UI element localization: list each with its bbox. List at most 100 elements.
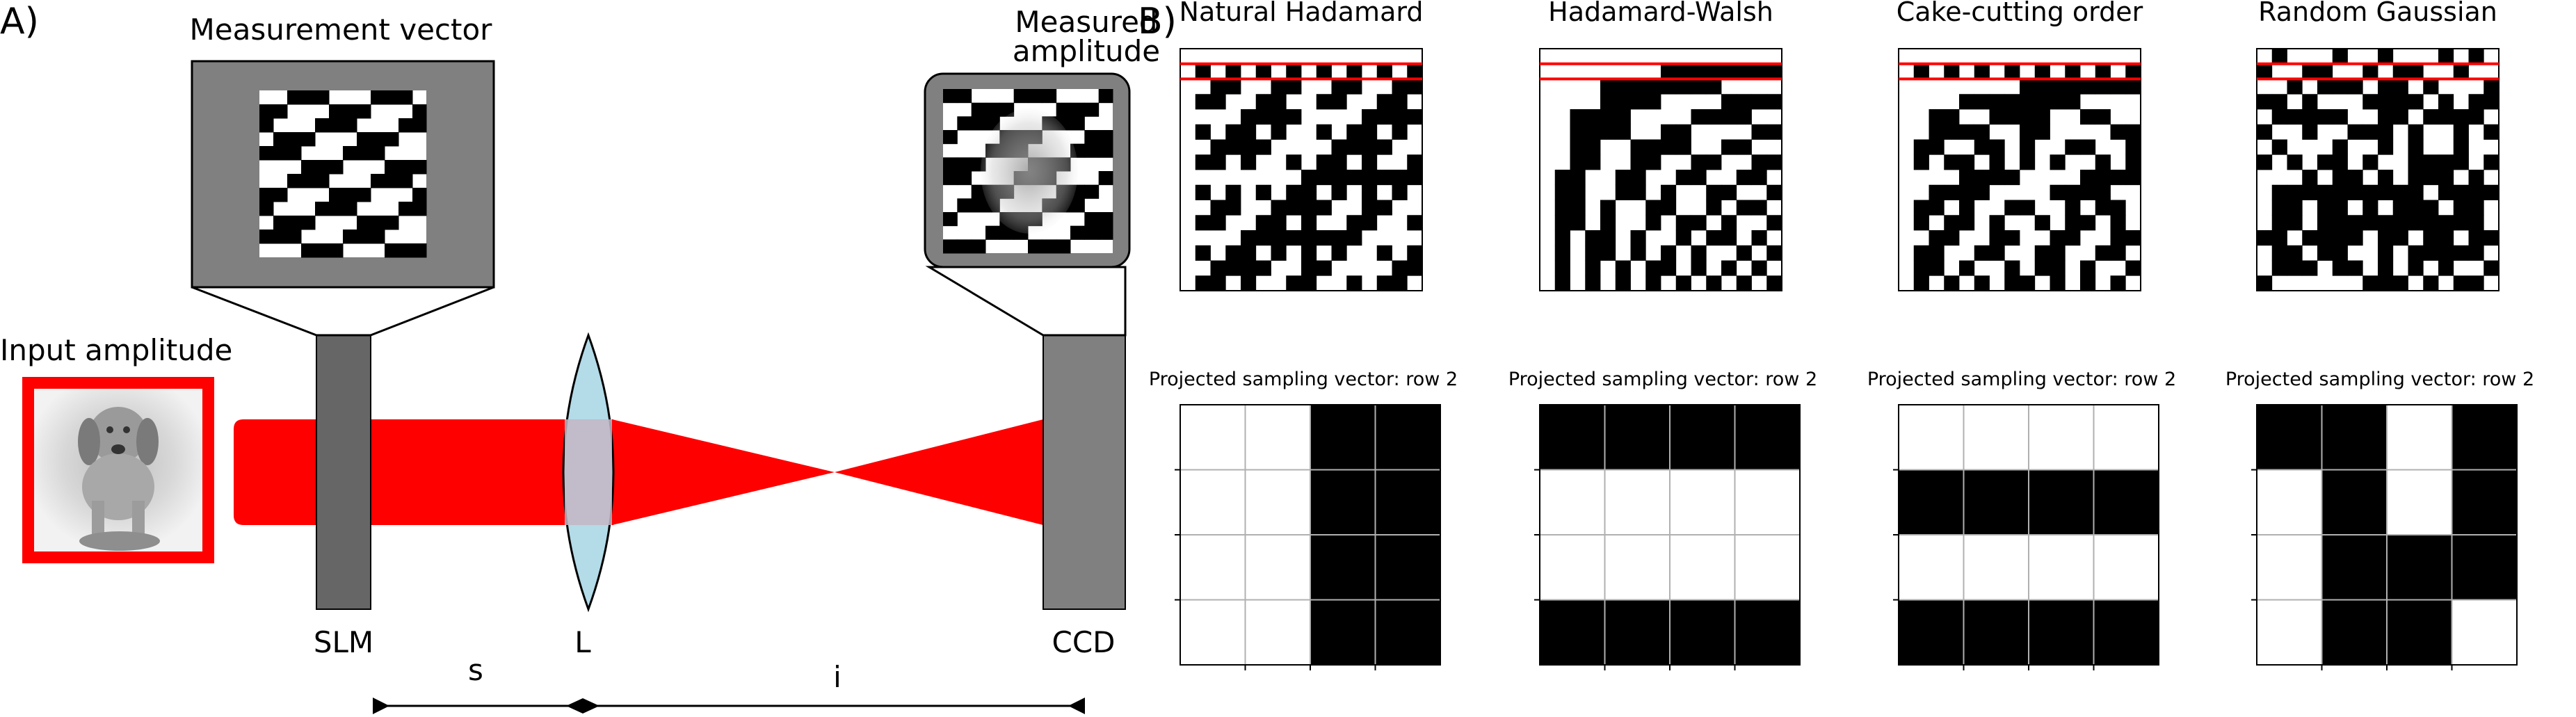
matrix-cell (1376, 200, 1392, 216)
matrix-cell (1376, 245, 1392, 261)
matrix-cell (2095, 184, 2111, 200)
matrix-cell (1392, 79, 1408, 95)
matrix-cell (1989, 170, 2005, 186)
matrix-cell (1989, 109, 2005, 125)
matrix-cell (2287, 215, 2303, 231)
matrix-cell (2317, 230, 2333, 246)
matrix-cell (2453, 184, 2469, 200)
matrix-cell (1600, 94, 1616, 110)
matrix-cell (1346, 230, 1362, 246)
matrix-cell (1959, 200, 1975, 216)
matrix-cell (2332, 170, 2348, 186)
matrix-cell (1691, 79, 1707, 95)
matrix-cell (1570, 215, 1586, 231)
matrix-cell (1913, 154, 1929, 170)
sampling-matrix-1 (1539, 48, 1782, 291)
projection-cell (2452, 469, 2518, 535)
matrix-cell (2362, 200, 2378, 216)
matrix-cell (2347, 170, 2363, 186)
measurement-vector-pattern (259, 90, 427, 258)
matrix-cell (1615, 124, 1631, 140)
matrix-cell (1751, 154, 1767, 170)
matrix-cell (2347, 124, 2363, 140)
matrix-cell (2110, 215, 2126, 231)
matrix-cell (2453, 139, 2469, 155)
matrix-cell (1316, 63, 1332, 79)
matrix-cell (1376, 94, 1392, 110)
matrix-cell (2438, 184, 2454, 200)
matrix-cell (2332, 230, 2348, 246)
matrix-cell (1195, 124, 1211, 140)
matrix-cell (2257, 94, 2273, 110)
matrix-cell (1331, 94, 1347, 110)
matrix-cell (2378, 275, 2394, 291)
matrix-cell (1944, 124, 1960, 140)
matrix-cell (1392, 275, 1408, 291)
matrix-cell (1675, 170, 1691, 186)
matrix-cell (2392, 215, 2408, 231)
matrix-cell (2004, 230, 2020, 246)
input-amplitude-image (22, 377, 214, 563)
matrix-cell (1570, 154, 1586, 170)
projection-cell (1375, 469, 1441, 535)
matrix-cell (1959, 124, 1975, 140)
matrix-cell (1554, 245, 1570, 261)
matrix-cell (2271, 109, 2287, 125)
distance-axis (373, 698, 1085, 714)
matrix-cell (2065, 79, 2081, 95)
matrix-cell (1585, 109, 1601, 125)
matrix-cell (1675, 230, 1691, 246)
matrix-cell (2050, 184, 2066, 200)
matrix-cell (1210, 200, 1226, 216)
projection-cell (1670, 405, 1735, 470)
matrix-cell (2302, 260, 2318, 276)
sampling-matrix-0 (1180, 48, 1423, 291)
matrix-cell (2125, 260, 2141, 276)
matrix-cell (2287, 200, 2303, 216)
matrix-cell (1331, 154, 1347, 170)
matrix-cell (1600, 124, 1616, 140)
matrix-cell (1331, 230, 1347, 246)
matrix-cell (1721, 230, 1737, 246)
matrix-cell (1346, 170, 1362, 186)
matrix-cell (1255, 230, 1271, 246)
matrix-cell (2095, 63, 2111, 79)
matrix-cell (2468, 170, 2484, 186)
matrix-cell (1286, 230, 1302, 246)
projection-cell (2257, 405, 2322, 470)
matrix-cell (1331, 170, 1347, 186)
matrix-cell (2438, 109, 2454, 125)
matrix-cell (1751, 94, 1767, 110)
matrix-cell (2317, 245, 2333, 261)
matrix-cell (2408, 170, 2424, 186)
matrix-cell (2438, 49, 2454, 65)
matrix-cell (1392, 124, 1408, 140)
matrix-cell (2287, 154, 2303, 170)
matrix-cell (1554, 260, 1570, 276)
matrix-cell (1241, 139, 1257, 155)
matrix-cell (1225, 200, 1241, 216)
matrix-cell (1255, 215, 1271, 231)
matrix-cell (1331, 139, 1347, 155)
matrix-cell (1554, 184, 1570, 200)
matrix-cell (1241, 260, 1257, 276)
matrix-cell (1301, 260, 1317, 276)
matrix-cell (2125, 230, 2141, 246)
matrix-cell (1736, 94, 1752, 110)
projection-cell (2387, 535, 2452, 600)
matrix-cell (2287, 245, 2303, 261)
matrix-cell (1286, 184, 1302, 200)
matrix-cell (1362, 109, 1378, 125)
projection-cell (1604, 405, 1671, 470)
matrix-cell (2362, 154, 2378, 170)
matrix-cell (1929, 230, 1945, 246)
matrix-cell (1751, 124, 1767, 140)
matrix-cell (2468, 94, 2484, 110)
matrix-cell (1944, 275, 1960, 291)
matrix-cell (1255, 109, 1271, 125)
matrix-cell (1974, 63, 1990, 79)
projection-cell (1310, 535, 1376, 600)
matrix-cell (1959, 215, 1975, 231)
projection-grid-0 (1175, 404, 1441, 670)
sampling-matrix-3 (2256, 48, 2499, 291)
